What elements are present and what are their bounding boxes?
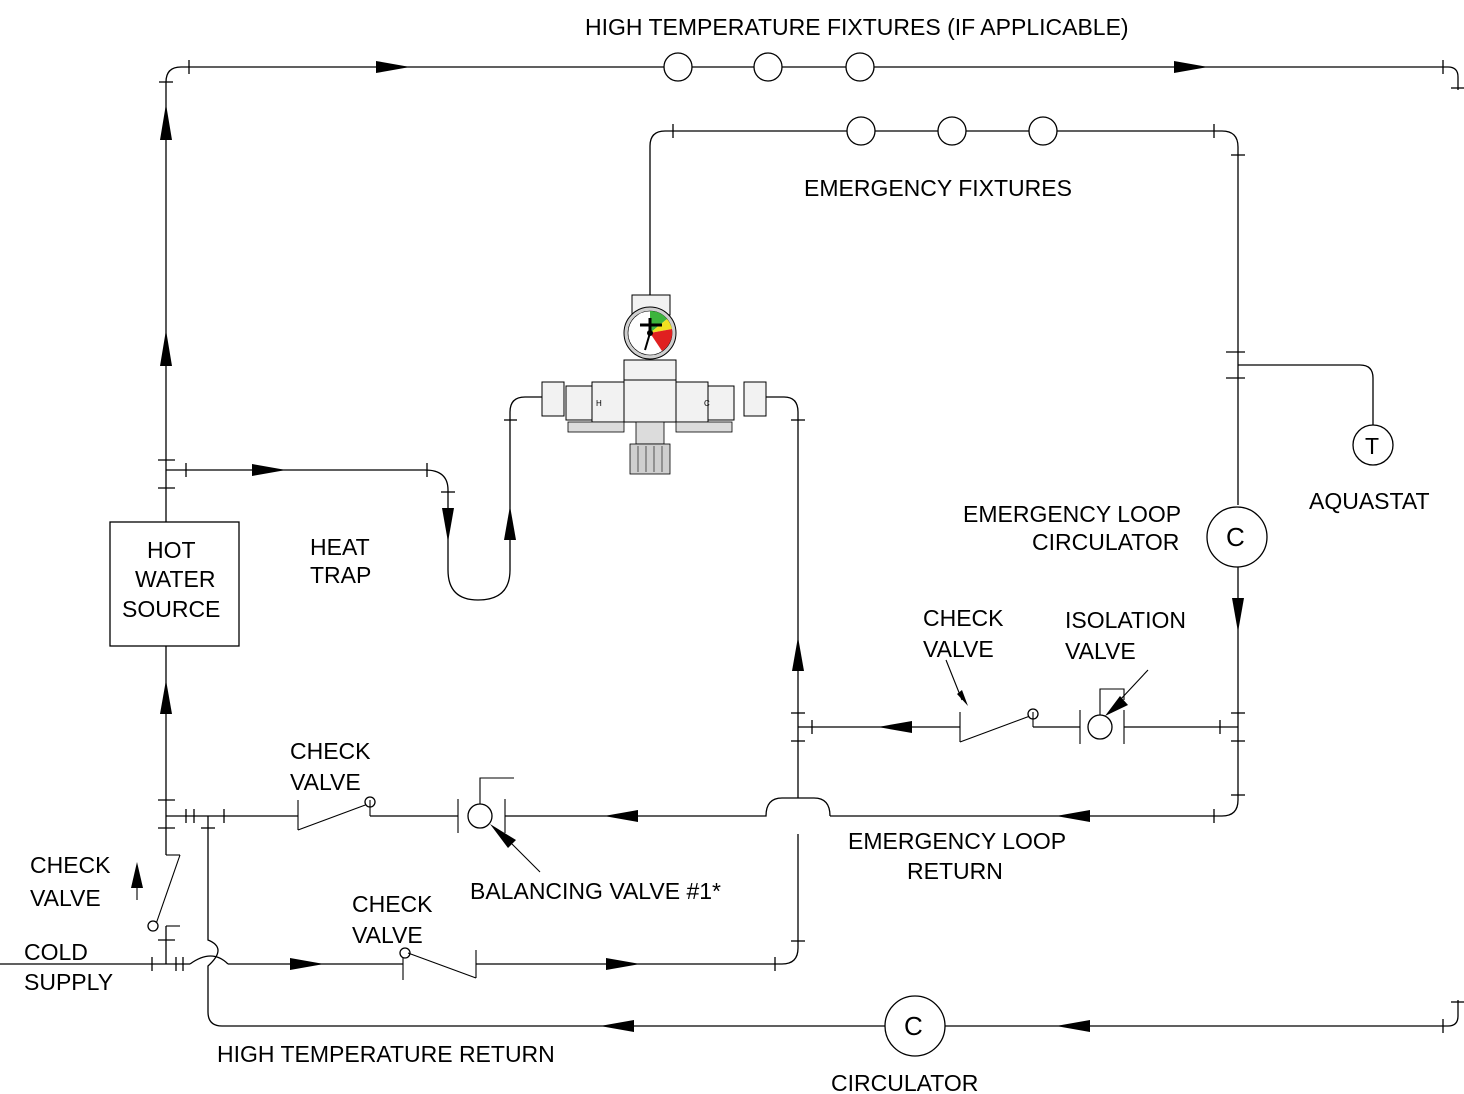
emergency-fixture: [1028, 116, 1058, 146]
high-temp-fixture: [845, 52, 875, 82]
flow-arrow: [160, 330, 172, 366]
aquastat-symbol: [1352, 424, 1394, 466]
high-temp-fixture: [753, 52, 783, 82]
cold-supply-label-1: COLD: [24, 939, 88, 965]
isolation-valve-label-2: VALVE: [1065, 638, 1136, 664]
emergency-fixture: [846, 116, 876, 146]
check-valve-cold-label-1: CHECK: [30, 852, 111, 878]
heat-trap-pipe: [158, 396, 542, 601]
hot-water-source-label-2: WATER: [135, 566, 216, 592]
emergency-loop-circulator: [1206, 506, 1268, 568]
emergency-loop-circulator-label-2: CIRCULATOR: [1032, 529, 1179, 555]
emergency-fixture: [937, 116, 967, 146]
check-valve-emergency-label-1: CHECK: [923, 605, 1004, 631]
mixing-valve-hot-port-label: H: [596, 399, 602, 408]
emergency-loop-circulator-label-1: EMERGENCY LOOP: [963, 501, 1181, 527]
balancing-valve-label: BALANCING VALVE #1*: [470, 878, 721, 904]
flow-arrow: [160, 104, 172, 140]
hot-water-source-box: [109, 521, 240, 647]
check-valve-return-label-1: CHECK: [290, 738, 371, 764]
high-temp-fixtures-label: HIGH TEMPERATURE FIXTURES (IF APPLICABLE…: [585, 14, 1129, 40]
check-valve-supply-label-1: CHECK: [352, 891, 433, 917]
circulator-label: CIRCULATOR: [831, 1070, 978, 1094]
emergency-fixtures-pipe: [649, 116, 1245, 505]
isolation-valve: [1079, 669, 1149, 744]
balancing-valve: [457, 777, 541, 873]
check-valve-emergency-label-2: VALVE: [923, 636, 994, 662]
heat-trap-label-1: HEAT: [310, 534, 370, 560]
flow-arrow: [1174, 61, 1208, 73]
heat-trap-label-2: TRAP: [310, 562, 371, 588]
aquastat-symbol-letter: T: [1365, 433, 1379, 459]
thermostatic-mixing-valve: H C: [541, 294, 767, 475]
check-valve-cold-label-2: VALVE: [30, 885, 101, 911]
emergency-fixtures-label: EMERGENCY FIXTURES: [804, 175, 1072, 201]
check-valve-emergency: [945, 659, 1039, 743]
high-temp-return-label: HIGH TEMPERATURE RETURN: [217, 1041, 555, 1067]
circulator-letter: C: [904, 1011, 923, 1041]
emergency-loop-return-label-1: EMERGENCY LOOP: [848, 828, 1066, 854]
emergency-loop-right-pipe: [830, 567, 1245, 823]
check-valve-return-label-2: VALVE: [290, 769, 361, 795]
hot-water-source-label-1: HOT: [147, 537, 196, 563]
high-temp-supply-pipe: [159, 52, 1464, 480]
mixing-valve-cold-port-label: C: [704, 399, 710, 408]
emergency-loop-return-label-2: RETURN: [907, 858, 1003, 884]
circulator-symbol: [884, 995, 946, 1057]
emergency-circulator-symbol: C: [1226, 522, 1245, 552]
aquastat-branch: T: [1238, 364, 1394, 466]
flow-arrow: [376, 61, 410, 73]
hot-water-source-label-3: SOURCE: [122, 596, 220, 622]
tempered-return-line: [166, 797, 831, 823]
high-temp-fixture: [663, 52, 693, 82]
cold-supply-label-2: SUPPLY: [24, 969, 113, 995]
aquastat-label: AQUASTAT: [1309, 488, 1430, 514]
emergency-loop-bypass-line: [798, 712, 1245, 742]
cold-supply-line: [0, 947, 477, 980]
cold-supply-riser: [131, 480, 181, 964]
check-valve-return: [297, 796, 376, 831]
check-valve-supply-label-2: VALVE: [352, 922, 423, 948]
isolation-valve-label-1: ISOLATION: [1065, 607, 1186, 633]
high-temp-return-line: [201, 816, 1464, 1057]
cold-inlet-riser: [476, 396, 805, 971]
